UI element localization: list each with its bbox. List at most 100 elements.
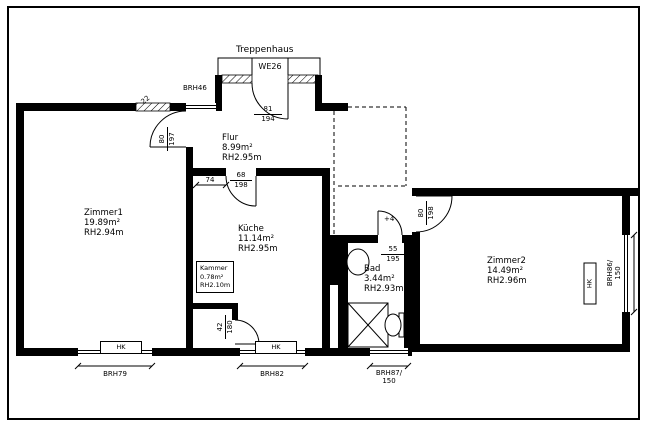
room-label-kueche: Küche 11.14m² RH2.95m — [238, 224, 278, 254]
window-sill-label-zimmer2: BRH86/ 150 — [606, 253, 622, 293]
room-area: 19.89m² — [84, 218, 121, 228]
door-arc-kueche — [225, 175, 257, 207]
wall-top-right-stub — [322, 103, 348, 111]
wall-vestibule-left — [215, 75, 222, 111]
room-area: 8.99m² — [222, 143, 253, 153]
door-dim-kueche: 68 198 — [230, 171, 252, 189]
room-name: Bad — [364, 264, 381, 274]
dim-tick — [366, 362, 374, 370]
dim-tick — [630, 308, 638, 316]
window-sill-bad-line1: BRH87/ — [375, 369, 403, 377]
door-dim-bad-height: 195 — [386, 254, 400, 263]
wall-zimmer2-left — [412, 232, 420, 344]
window-sill-label-entry: BRH46 — [183, 84, 207, 92]
door-dim-bad-width: 55 — [381, 245, 405, 255]
window-sill-bad-line2: 150 — [382, 377, 396, 385]
door-dim-zimmer2: 80 198 — [417, 201, 435, 225]
room-height: RH2.93m — [364, 284, 404, 294]
door-dim-kammer-height: 180 — [225, 320, 234, 334]
radiator-label: HK — [271, 343, 281, 352]
room-name: Flur — [222, 133, 239, 143]
room-area: 11.14m² — [238, 234, 275, 244]
room-label-flur: Flur 8.99m² RH2.95m — [222, 133, 262, 163]
radiator-kueche: HK — [255, 341, 297, 354]
stairwell-outline — [217, 57, 321, 75]
room-label-zimmer1: Zimmer1 19.89m² RH2.94m — [84, 208, 124, 238]
wall-zimmer2-top — [412, 188, 638, 196]
dimension-lines — [74, 181, 638, 370]
wall-zimmer1-divider — [186, 147, 193, 348]
door-dim-zimmer1-height: 197 — [167, 132, 176, 146]
radiator-label: HK — [116, 343, 126, 352]
door-dim-kammer: 42 180 — [216, 315, 234, 339]
door-dim-entry-height: 194 — [261, 114, 275, 123]
wall-bad-left — [338, 235, 348, 356]
hatched-walls — [135, 74, 319, 112]
bath-fixtures — [346, 248, 405, 348]
room-height: RH2.95m — [238, 244, 278, 254]
door-arc-entry — [251, 82, 289, 120]
wall-left — [16, 103, 24, 356]
drawing-border — [7, 6, 640, 420]
door-dim-zimmer2-width: 80 — [417, 201, 427, 225]
wall-shaft — [330, 235, 338, 285]
room-name: Zimmer2 — [487, 256, 526, 266]
radiator-zimmer2: HK — [583, 262, 597, 305]
door-dim-kammer-width: 42 — [216, 315, 226, 339]
room-height: RH2.94m — [84, 228, 124, 238]
door-dim-kueche-height: 198 — [234, 180, 248, 189]
room-height: RH2.96m — [487, 276, 527, 286]
dim-tick — [301, 362, 309, 370]
unit-label: WE26 — [258, 62, 282, 71]
door-dim-entry-width: 81 — [254, 105, 282, 115]
door-dim-entry: 81 194 — [254, 105, 282, 123]
wall-bad-top-right — [402, 235, 412, 243]
wall-bottom-left — [16, 348, 412, 356]
door-dim-zimmer1: 80 197 — [158, 127, 176, 151]
hatch-entry-right — [287, 74, 319, 84]
room-name: Kammer — [200, 264, 228, 272]
room-name: Küche — [238, 224, 264, 234]
window-sill-zimmer2-line2: 150 — [614, 266, 622, 280]
room-area: 3.44m² — [364, 274, 395, 284]
door-dim-kueche-width: 68 — [230, 171, 252, 181]
wall-kammer-top — [193, 303, 238, 309]
door-arc-bad — [377, 210, 403, 236]
room-height: RH2.95m — [222, 153, 262, 163]
dashed-lines — [333, 106, 407, 235]
doors — [149, 82, 453, 345]
door-arc-kammer — [234, 319, 260, 345]
wall-vestibule-right — [315, 75, 322, 111]
wall-bad-top-left — [338, 235, 378, 243]
door-dim-zimmer2-height: 198 — [426, 206, 435, 220]
window-entry-side — [186, 103, 216, 111]
door-dim-zimmer1-width: 80 — [158, 127, 168, 151]
shower-cross-line — [347, 302, 389, 348]
room-label-bad: Bad 3.44m² RH2.93m — [364, 264, 404, 294]
stairwell-box — [217, 57, 321, 75]
window-sill-label-zimmer1: BRH79 — [103, 370, 127, 378]
dim-tick — [192, 181, 200, 189]
wall-top-left — [16, 103, 222, 111]
door-arc-zimmer1 — [149, 110, 187, 148]
room-height: RH2.10m — [200, 281, 231, 289]
dim-tick — [74, 362, 82, 370]
room-label-kammer: Kammer 0.78m² RH2.10m — [196, 261, 235, 293]
hatch-entry-left — [221, 74, 253, 84]
wall-flur-kueche-right — [256, 168, 322, 176]
room-area: 14.49m² — [487, 266, 524, 276]
sink — [346, 248, 370, 276]
door-dim-bad: 55 195 — [381, 245, 405, 263]
window-zimmer2 — [622, 235, 630, 312]
walls — [16, 75, 638, 356]
window-sill-label-kueche: BRH82 — [260, 370, 284, 378]
wall-flur-kueche-left — [193, 168, 226, 176]
wall-bad-right — [404, 243, 412, 356]
level-change-label: +4 — [384, 215, 395, 223]
dim-tick — [404, 362, 412, 370]
wall-kueche-right — [322, 168, 330, 356]
room-label-zimmer2: Zimmer2 14.49m² RH2.96m — [487, 256, 527, 286]
window-sill-zimmer2-line1: BRH86/ — [606, 259, 614, 287]
